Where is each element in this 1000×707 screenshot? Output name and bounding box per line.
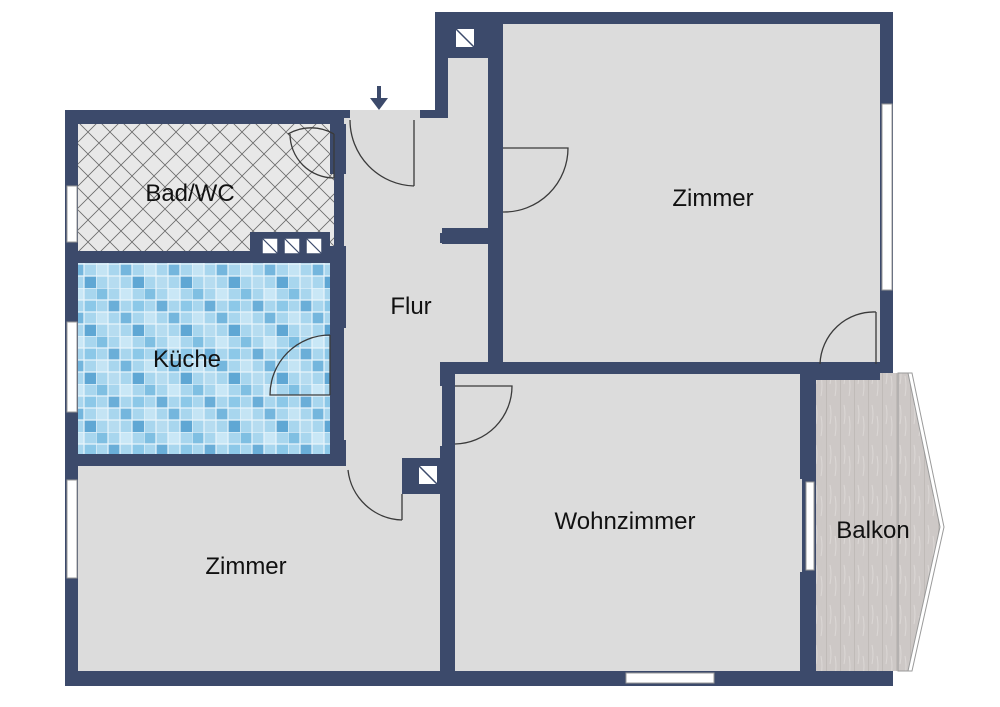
doors <box>269 119 877 521</box>
balkon-floor <box>816 373 901 671</box>
room-label-zimmer-top: Zimmer <box>672 185 753 212</box>
shaft-icon <box>454 27 476 49</box>
zimmer-bottom-floor <box>78 465 440 671</box>
kueche-floor <box>78 262 330 454</box>
room-label-flur: Flur <box>390 293 431 320</box>
windows <box>66 103 893 684</box>
room-label-kueche: Küche <box>153 346 221 373</box>
room-label-balkon: Balkon <box>836 517 909 544</box>
room-label-wohnzimmer: Wohnzimmer <box>555 508 696 535</box>
shaft-icon <box>417 464 439 486</box>
wohnzimmer-floor <box>455 373 802 671</box>
shaft-icon <box>261 237 323 255</box>
room-floors <box>78 24 945 672</box>
zimmer-top-floor <box>503 24 880 362</box>
room-label-bad: Bad/WC <box>145 180 234 207</box>
entrance-arrow-icon <box>370 86 388 110</box>
room-label-zimmer-bottom: Zimmer <box>205 553 286 580</box>
